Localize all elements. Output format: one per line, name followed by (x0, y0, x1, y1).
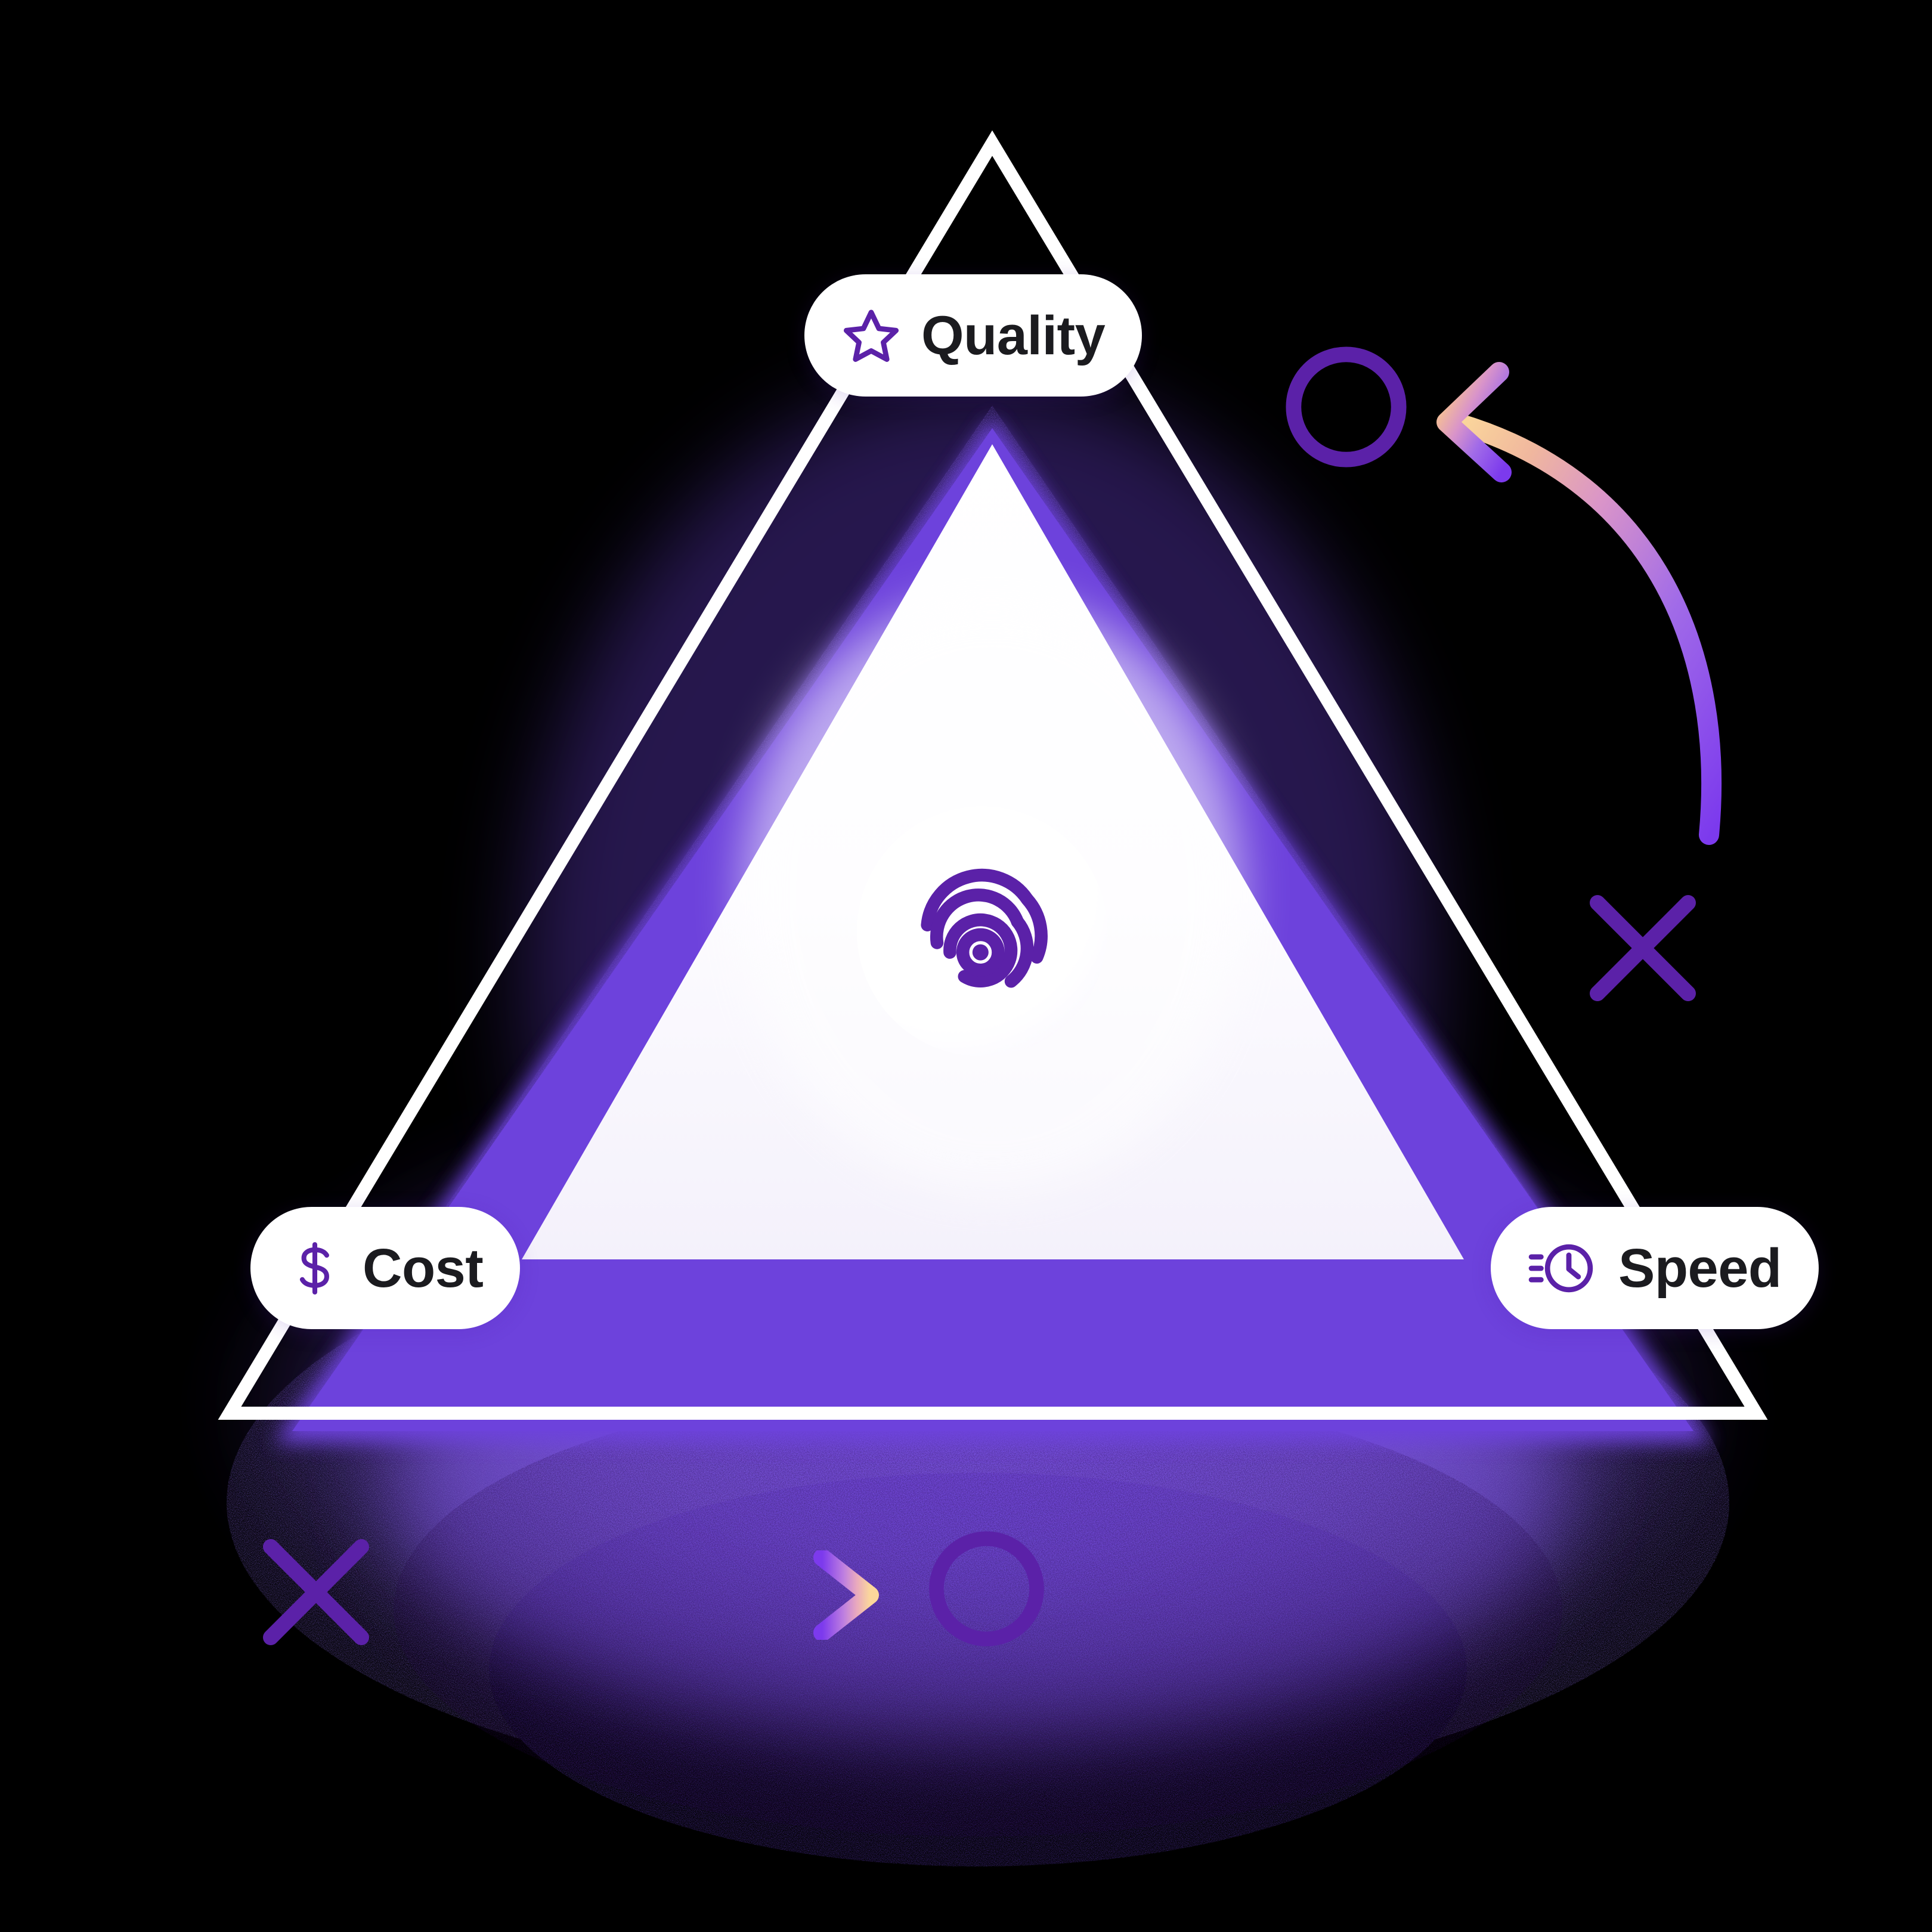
curved-arrow-left-icon (1436, 362, 1722, 845)
vertex-label-cost: Cost (363, 1237, 484, 1299)
white-outline-triangle (218, 130, 1768, 1420)
vertex-label-quality: Quality (921, 305, 1106, 366)
center-medallion (857, 806, 1107, 1057)
clock-speed-icon (1528, 1239, 1598, 1298)
x-mark-icon-bottom (263, 1539, 369, 1645)
straight-arrow-right-icon (441, 1550, 879, 1640)
vertex-pill-quality[interactable]: Quality (804, 274, 1143, 397)
fingerprint-icon (921, 868, 1048, 988)
circle-outline-icon-right (1286, 346, 1407, 467)
x-mark-icon-right (1590, 895, 1696, 1001)
vertex-pill-cost[interactable]: Cost (250, 1207, 521, 1329)
circle-outline-icon-bottom (929, 1531, 1044, 1646)
vertex-label-speed: Speed (1618, 1237, 1782, 1299)
star-icon (841, 306, 901, 366)
dollar-icon (287, 1239, 342, 1298)
vertex-pill-speed[interactable]: Speed (1491, 1207, 1819, 1329)
